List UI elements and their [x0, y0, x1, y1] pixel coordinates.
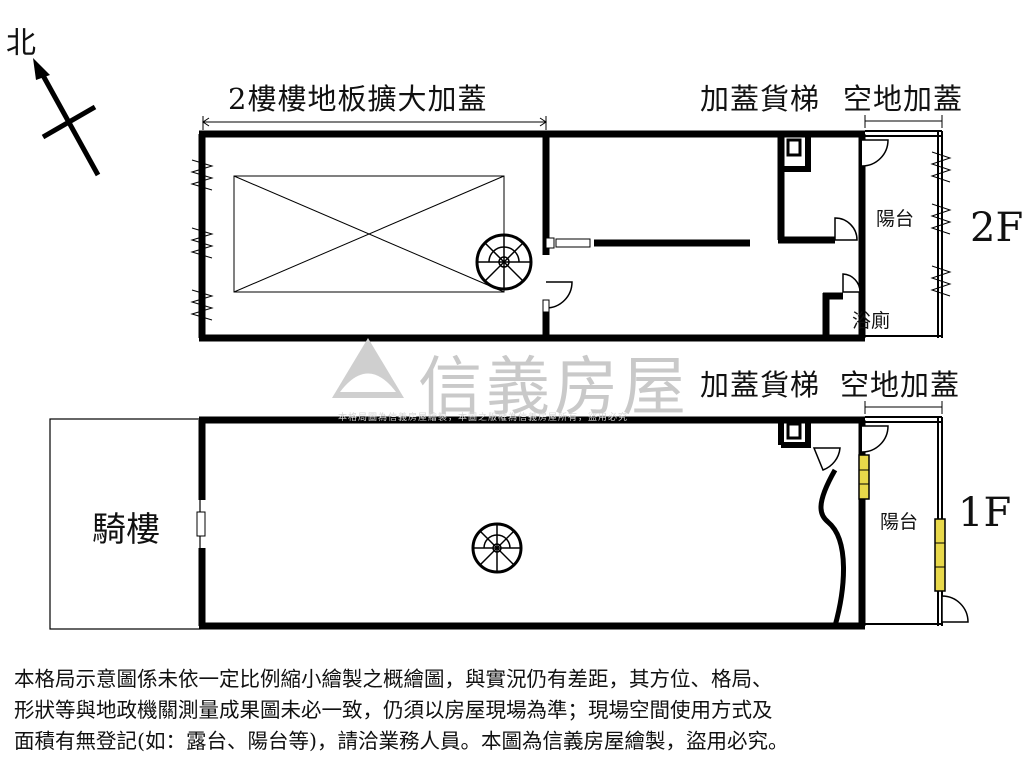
door-icon [812, 425, 969, 623]
disclaimer-line: 形狀等與地政機關測量成果圖未必一致，仍須以房屋現場為準；現場空間使用方式及 [14, 698, 773, 722]
floor2-plan [190, 115, 952, 342]
watermark-logo [332, 338, 404, 398]
spiral-staircase-icon [475, 233, 533, 291]
floor2-balcony-label: 陽台 [876, 208, 915, 230]
floor1-floor-label: 1F [958, 490, 1012, 536]
watermark-fine-print: 本格局圖為信義房屋繪製，本圖之版權為信義房屋所有，盜用必究 [338, 413, 629, 423]
floor2-walls [198, 130, 866, 342]
disclaimer-line: 面積有無登記(如：露台、陽台等)，請洽業務人員。本圖為信義房屋繪製，盜用必究。 [14, 729, 789, 753]
disclaimer-line: 本格局示意圖係未依一定比例縮小繪製之概繪圖，與實況仍有差距，其方位、格局、 [14, 667, 773, 691]
floor2-dimension-label: 2樓樓地板擴大加蓋 [228, 82, 488, 116]
floor1-walls [198, 416, 866, 630]
floor2-void-area [233, 175, 505, 293]
floor2-floor-label: 2F [970, 205, 1024, 251]
floor2-elevator-label: 加蓋貨梯 [700, 82, 821, 116]
north-label: 北 [6, 26, 36, 61]
floor2-dimension-line [202, 116, 547, 130]
floor1-plan [49, 401, 969, 630]
floor1-balcony-label: 陽台 [880, 511, 919, 533]
floor2-bathroom-label: 浴廁 [852, 310, 891, 332]
disclaimer-text: 本格局示意圖係未依一定比例縮小繪製之概繪圖，與實況仍有差距，其方位、格局、 形狀… [14, 664, 1018, 757]
floor2-open-space-label: 空地加蓋 [843, 82, 964, 116]
arcade-label: 騎樓 [92, 510, 160, 550]
floor1-open-space-label: 空地加蓋 [840, 368, 961, 402]
spiral-staircase-icon [471, 522, 523, 574]
north-arrow-icon [33, 58, 101, 177]
floor1-elevator-label: 加蓋貨梯 [700, 368, 821, 402]
floor2-left-windows [190, 159, 214, 321]
floor1-windows [858, 454, 946, 592]
door-icon [542, 139, 889, 313]
floor2-right-windows [930, 151, 952, 297]
watermark-brand: 信義房屋 [418, 351, 690, 425]
